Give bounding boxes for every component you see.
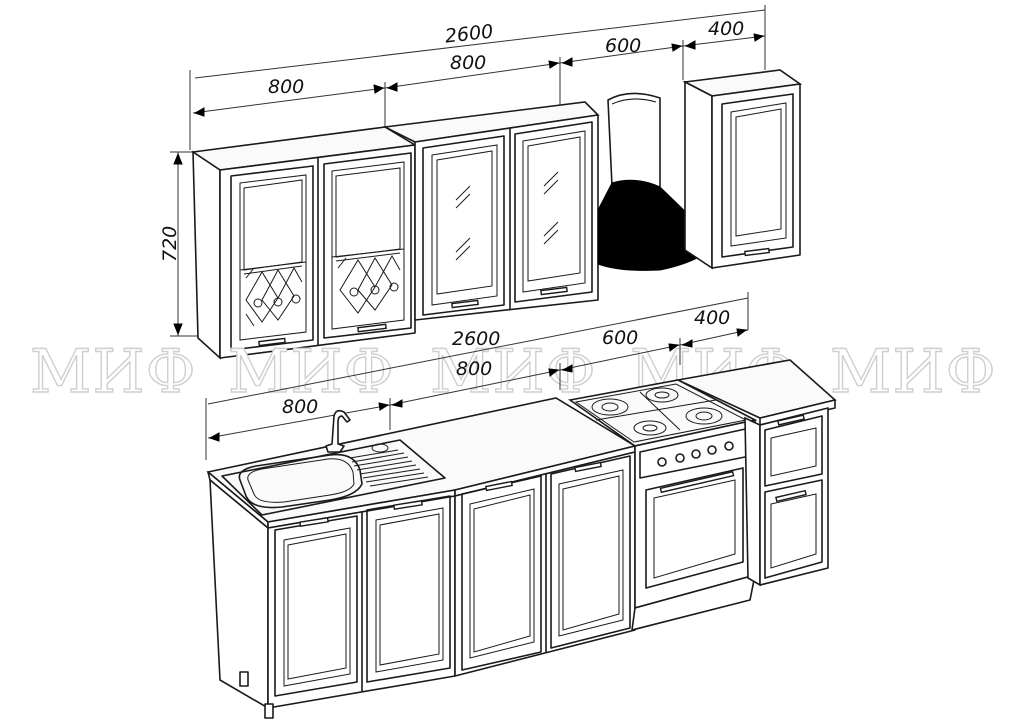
sink: [221, 409, 446, 516]
stove-knobs: [657, 441, 734, 467]
upper-height: 720: [159, 226, 181, 262]
lower-stove-width: 600: [602, 327, 638, 349]
drainboard: [349, 443, 429, 487]
upper-hood-width: 600: [605, 35, 641, 57]
watermark-text-2: МИФ: [228, 337, 395, 407]
lower-right-width: 400: [694, 307, 730, 329]
upper-cabinets: [190, 69, 803, 360]
upper-right-width: 400: [708, 18, 744, 40]
lower-cabinets: [206, 359, 837, 719]
lower-dimension-lines: [205, 292, 749, 460]
upper-left-width: 800: [268, 76, 304, 98]
lower-left-width: 800: [282, 396, 318, 418]
stove: [567, 379, 758, 631]
watermark-text-3: МИФ: [430, 337, 597, 407]
lower-mid-width: 800: [456, 358, 492, 380]
watermark: МИФ МИФ МИФ МИФ МИФ: [29, 336, 997, 407]
watermark-text-5: МИФ: [830, 337, 997, 407]
lower-total-width: 2600: [452, 328, 500, 350]
upper-dimension-lines: [170, 5, 766, 337]
glass-reflections: [455, 171, 559, 261]
lattice-pattern-2: [337, 254, 401, 314]
lattice-pattern-1: [245, 266, 303, 327]
upper-mid-width: 800: [450, 52, 486, 74]
watermark-text-1: МИФ: [30, 337, 197, 407]
upper-total-width: 2600: [444, 21, 494, 48]
